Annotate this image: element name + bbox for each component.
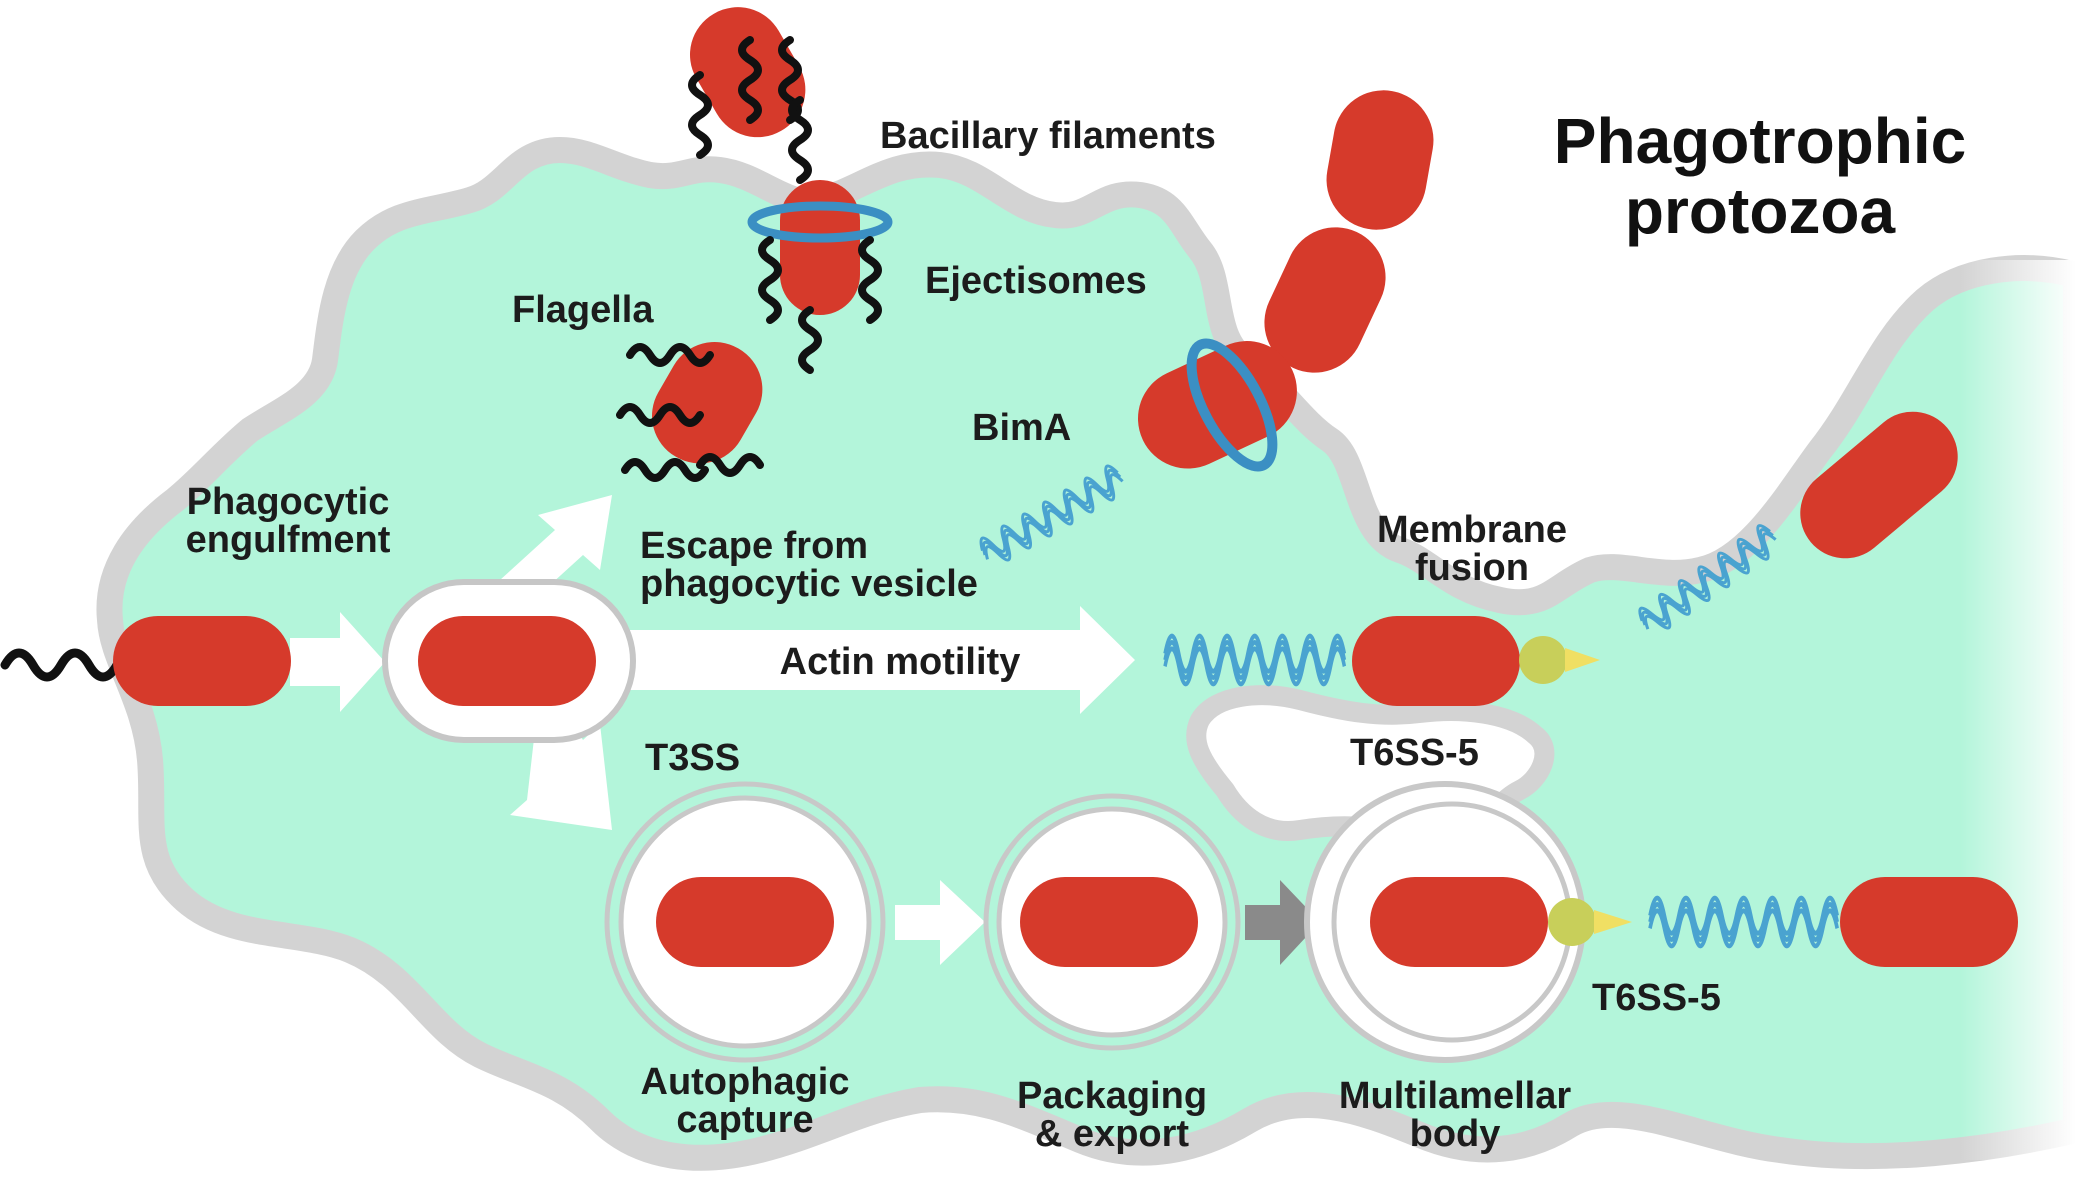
label-flagella: Flagella <box>512 289 654 331</box>
pathway-arrows <box>290 495 1320 965</box>
bacterium-in-vesicle <box>418 616 596 706</box>
label-t6ss-bottom: T6SS-5 <box>1592 977 1721 1019</box>
label-packaging-1: Packaging <box>1017 1075 1207 1117</box>
incoming-flagellum <box>0 648 122 682</box>
title-line-1: Phagotrophic <box>1554 105 1966 177</box>
bacterium-packaging <box>1020 877 1198 967</box>
t6ss-top <box>1519 636 1600 684</box>
label-phagocytic-1: Phagocytic <box>187 481 390 523</box>
escape-arrow <box>500 495 612 605</box>
fade-overlay <box>1960 260 2076 1160</box>
label-ejectisomes: Ejectisomes <box>925 260 1147 302</box>
label-membrane-fusion-1: Membrane <box>1377 509 1567 551</box>
label-autophagic-1: Autophagic <box>641 1061 850 1103</box>
actin-motility-arrow <box>630 606 1135 714</box>
bacterium-multilamellar <box>1370 877 1548 967</box>
label-actin-motility: Actin motility <box>780 641 1021 683</box>
label-multilamellar-2: body <box>1410 1113 1501 1155</box>
label-packaging-2: & export <box>1035 1113 1189 1155</box>
export-arrow <box>1245 880 1320 965</box>
labels: Phagotrophic protozoa Bacillary filament… <box>186 105 1967 1155</box>
label-bacillary-filaments: Bacillary filaments <box>880 115 1216 157</box>
top-bacteria <box>616 7 893 482</box>
bima-chain <box>1137 90 1434 472</box>
label-multilamellar-1: Multilamellar <box>1339 1075 1571 1117</box>
entry-arrow <box>290 612 385 712</box>
packaging-arrow <box>895 880 985 965</box>
bacterium-actin-cytoplasm <box>1352 616 1520 706</box>
bacterium-incoming <box>113 616 291 706</box>
label-bima: BimA <box>972 407 1071 449</box>
label-t6ss-top: T6SS-5 <box>1350 732 1479 774</box>
label-autophagic-2: capture <box>676 1099 813 1141</box>
label-escape-2: phagocytic vesicle <box>640 563 978 605</box>
bacterium-upper-right <box>1800 411 1958 559</box>
bacterium-bottom-right <box>1840 877 2018 967</box>
bima-ring <box>1186 338 1278 472</box>
label-membrane-fusion-2: fusion <box>1415 547 1529 589</box>
title-line-2: protozoa <box>1625 175 1896 247</box>
label-t3ss: T3SS <box>645 737 740 779</box>
ejectisome-ring <box>747 201 893 243</box>
t6ss-bottom <box>1548 898 1632 946</box>
label-escape-1: Escape from <box>640 525 868 567</box>
label-phagocytic-2: engulfment <box>186 519 391 561</box>
bacterium-autophagic <box>656 877 834 967</box>
bacteria <box>0 411 2018 967</box>
